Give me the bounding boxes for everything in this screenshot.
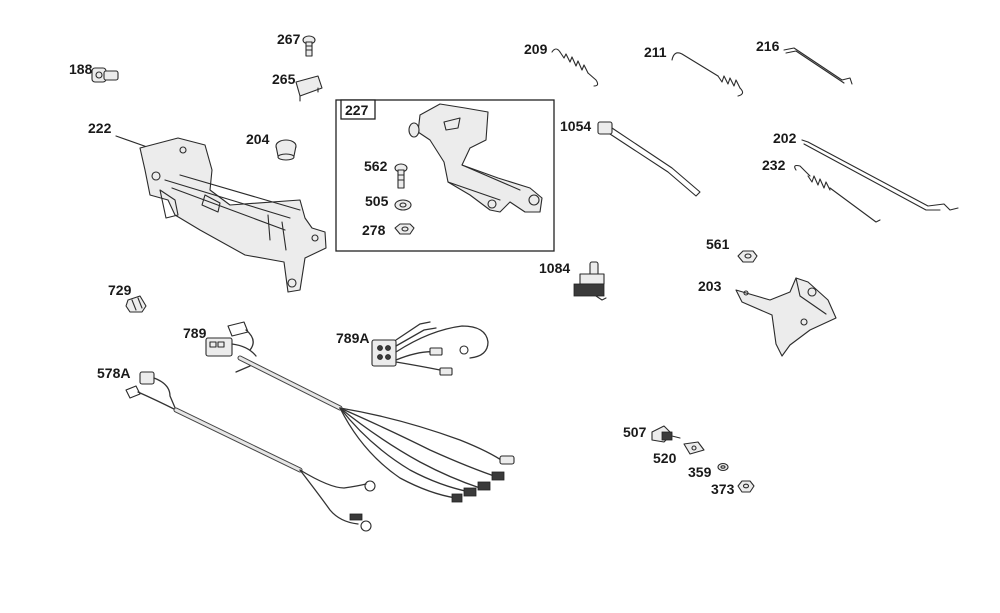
part-789-harness xyxy=(205,321,515,503)
part-789A-harness xyxy=(371,321,489,376)
label-188: 188 xyxy=(69,61,93,77)
part-203-bracket xyxy=(735,277,837,357)
label-729: 729 xyxy=(108,282,132,298)
label-578A: 578A xyxy=(97,365,130,381)
label-789: 789 xyxy=(183,325,207,341)
label-227: 227 xyxy=(345,102,369,118)
label-1084: 1084 xyxy=(539,260,570,276)
label-209: 209 xyxy=(524,41,548,57)
part-562-screw xyxy=(394,163,408,189)
part-209-spring xyxy=(551,48,599,87)
part-505-washer xyxy=(394,199,412,211)
part-211-spring xyxy=(671,52,744,97)
part-520-bracket xyxy=(683,441,705,455)
part-729-connector xyxy=(125,295,147,313)
part-232-spring-rod xyxy=(794,164,881,223)
label-267: 267 xyxy=(277,31,301,47)
part-267-screw xyxy=(302,35,316,57)
label-211: 211 xyxy=(644,44,667,60)
label-222: 222 xyxy=(88,120,112,136)
label-203: 203 xyxy=(698,278,722,294)
label-232: 232 xyxy=(762,157,786,173)
label-505: 505 xyxy=(365,193,389,209)
label-507: 507 xyxy=(623,424,647,440)
label-204: 204 xyxy=(246,131,270,147)
part-578A-harness xyxy=(125,371,376,532)
part-202-rod xyxy=(801,139,959,211)
label-1054: 1054 xyxy=(560,118,591,134)
label-520: 520 xyxy=(653,450,677,466)
part-561-nut xyxy=(737,250,758,263)
part-1054-cable-tie xyxy=(597,121,701,197)
part-227-box xyxy=(335,99,555,252)
label-265: 265 xyxy=(272,71,296,87)
part-359-washer xyxy=(717,462,729,472)
part-1084-switch xyxy=(573,261,607,301)
part-222-bracket xyxy=(115,135,327,293)
part-216-rod xyxy=(783,47,853,85)
part-188-bolt xyxy=(91,67,119,83)
label-373: 373 xyxy=(711,481,735,497)
label-216: 216 xyxy=(756,38,780,54)
part-204-grommet xyxy=(275,139,297,161)
part-373-nut xyxy=(737,480,755,493)
part-278-nut xyxy=(394,223,415,235)
label-562: 562 xyxy=(364,158,388,174)
label-202: 202 xyxy=(773,130,797,146)
label-278: 278 xyxy=(362,222,386,238)
part-507-switch xyxy=(651,425,681,443)
label-359: 359 xyxy=(688,464,712,480)
part-265-clip xyxy=(295,75,323,102)
label-789A: 789A xyxy=(336,330,369,346)
label-561: 561 xyxy=(706,236,730,252)
